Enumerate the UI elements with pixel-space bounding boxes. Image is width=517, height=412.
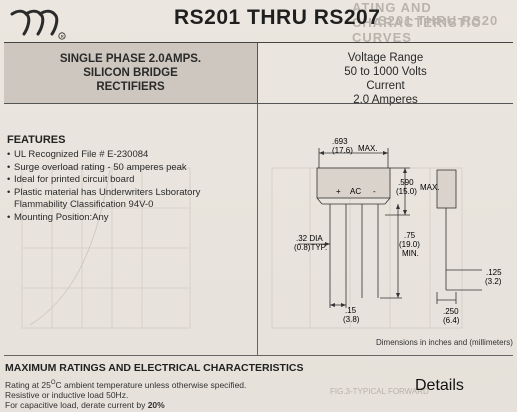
feature-text: Surge overload rating - 50 amperes peak xyxy=(14,161,187,173)
dim-height: .590 xyxy=(398,178,414,187)
feature-text: UL Recognized File # E-230084 xyxy=(14,149,149,160)
page-title: RS201 THRU RS207 xyxy=(174,6,381,29)
bullet-icon: • xyxy=(7,186,11,198)
dim-lead-mm: (19.0) xyxy=(399,240,420,249)
description-box: SINGLE PHASE 2.0AMPS. SILICON BRIDGE REC… xyxy=(4,43,258,103)
dim-side-thick-mm: (3.2) xyxy=(485,277,502,286)
bullet-icon: • xyxy=(7,211,11,223)
dim-pitch: .15 xyxy=(345,306,357,315)
dim-lead-min: MIN. xyxy=(402,249,419,258)
note-line: Rating at 25OC ambient temperature unles… xyxy=(5,378,246,390)
ratings-line: 50 to 1000 Volts xyxy=(344,66,427,78)
features-heading: FEATURES xyxy=(7,134,66,146)
degree-mark: O xyxy=(50,380,56,386)
dim-width: .693 xyxy=(332,137,348,146)
ratings-line: Voltage Range xyxy=(347,52,424,64)
description-line: SINGLE PHASE 2.0AMPS. xyxy=(59,53,202,65)
list-item: •Surge overload rating - 50 amperes peak xyxy=(7,162,247,175)
divider xyxy=(4,103,513,104)
list-item: •UL Recognized File # E-230084 xyxy=(7,149,247,162)
feature-text: Plastic material has Underwriters Lsbora… xyxy=(14,186,201,211)
dim-dia-mm: (0.8)TYP. xyxy=(294,243,327,252)
dim-dia: .32 DIA xyxy=(296,234,323,243)
company-logo: R xyxy=(10,9,66,40)
list-item: •Ideal for printed circuit board xyxy=(7,174,247,187)
ratings-notes: Rating at 25OC ambient temperature unles… xyxy=(5,378,246,410)
features-list: •UL Recognized File # E-230084 •Surge ov… xyxy=(7,149,247,225)
dim-side-width: .250 xyxy=(443,307,459,316)
dimension-note: Dimensions in inches and (millimeters) xyxy=(376,338,513,347)
pin-minus: - xyxy=(373,187,376,196)
svg-text:R: R xyxy=(61,34,65,39)
section-heading: MAXIMUM RATINGS AND ELECTRICAL CHARACTER… xyxy=(5,362,304,374)
pin-ac: AC xyxy=(350,187,361,196)
description-line: RECTIFIERS xyxy=(96,81,165,93)
showthrough-text-2: S201 THRU RS20 xyxy=(378,13,499,28)
dim-lead: .75 xyxy=(404,231,416,240)
features-panel xyxy=(4,104,258,355)
feature-text: Mounting Position:Any xyxy=(14,211,109,223)
dim-side-thick: .125 xyxy=(486,268,502,277)
dim-height-max: MAX. xyxy=(420,183,440,192)
bullet-icon: • xyxy=(7,174,11,186)
divider xyxy=(4,355,513,356)
note-line: Resistive or inductive load 50Hz. xyxy=(5,389,129,400)
dim-pitch-mm: (3.8) xyxy=(343,315,360,324)
description-line: SILICON BRIDGE xyxy=(83,67,178,79)
dim-width-mm: (17.6) xyxy=(332,146,353,155)
pin-plus: + xyxy=(336,187,341,196)
ratings-box: Voltage Range 50 to 1000 Volts Current 2… xyxy=(258,43,513,106)
details-link[interactable]: Details xyxy=(415,377,464,394)
showthrough-text: ATING AND CHARACTERISTIC CURVES xyxy=(352,0,482,45)
dim-side-width-mm: (6.4) xyxy=(443,316,460,325)
note-text: Rating at 25 xyxy=(5,379,51,390)
ratings-line: Current xyxy=(366,80,405,92)
divider xyxy=(4,42,513,43)
note-text: C ambient temperature unless otherwise s… xyxy=(55,379,247,390)
dim-height-mm: (15.0) xyxy=(396,187,417,196)
list-item: •Plastic material has Underwriters Lsbor… xyxy=(7,187,247,212)
showthrough-caption: FIG.3-TYPICAL FORWARD xyxy=(330,387,429,396)
note-line: For capacitive load, derate current by 2… xyxy=(5,400,246,410)
dim-width-max: MAX. xyxy=(358,144,378,153)
list-item: •Mounting Position:Any xyxy=(7,212,247,225)
feature-text: Ideal for printed circuit board xyxy=(14,174,135,186)
note-text: For capacitive load, derate current by xyxy=(5,399,148,410)
note-emphasis: 20% xyxy=(147,399,165,410)
bullet-icon: • xyxy=(7,149,11,160)
bullet-icon: • xyxy=(7,161,11,173)
